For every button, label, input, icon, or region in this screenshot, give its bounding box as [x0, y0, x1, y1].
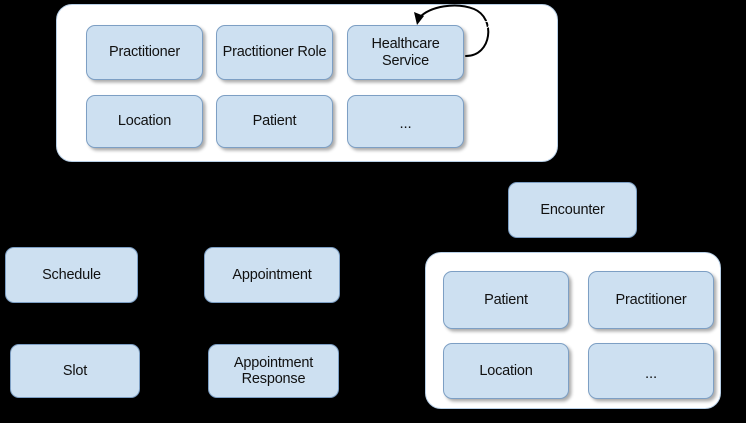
node-practitioner[interactable]: Practitioner: [86, 25, 203, 80]
node-label: Appointment Response: [233, 354, 314, 387]
edge-label-offered-in: offeredIn: [483, 16, 533, 31]
node-patient[interactable]: Patient: [216, 95, 333, 148]
node-label: Appointment: [232, 266, 312, 283]
node-healthcare-service[interactable]: Healthcare Service: [347, 25, 464, 80]
node-label: Schedule: [42, 266, 101, 283]
node-encounter-location[interactable]: Location: [443, 343, 569, 399]
node-label: Practitioner Role: [222, 44, 327, 61]
node-slot[interactable]: Slot: [10, 344, 140, 398]
node-practitioner-role[interactable]: Practitioner Role: [216, 25, 333, 80]
node-label: Practitioner: [109, 44, 180, 61]
node-encounter-practitioner[interactable]: Practitioner: [588, 271, 714, 329]
node-encounter[interactable]: Encounter: [508, 182, 637, 238]
node-label: Slot: [62, 362, 88, 379]
node-encounter-more[interactable]: ...: [588, 343, 714, 399]
node-label: Healthcare Service: [371, 36, 440, 69]
node-appointment-response[interactable]: Appointment Response: [208, 344, 339, 398]
node-encounter-patient[interactable]: Patient: [443, 271, 569, 329]
node-location[interactable]: Location: [86, 95, 203, 148]
node-more[interactable]: ...: [347, 95, 464, 148]
node-label: Encounter: [540, 201, 605, 218]
node-appointment[interactable]: Appointment: [204, 247, 340, 303]
node-label: Practitioner: [615, 291, 687, 308]
node-label: Patient: [484, 291, 528, 308]
node-label: ...: [399, 115, 412, 132]
node-schedule[interactable]: Schedule: [5, 247, 138, 303]
node-label: Location: [479, 362, 533, 379]
node-label: Location: [117, 113, 172, 130]
node-label: ...: [645, 364, 657, 382]
node-label: Patient: [252, 113, 297, 130]
